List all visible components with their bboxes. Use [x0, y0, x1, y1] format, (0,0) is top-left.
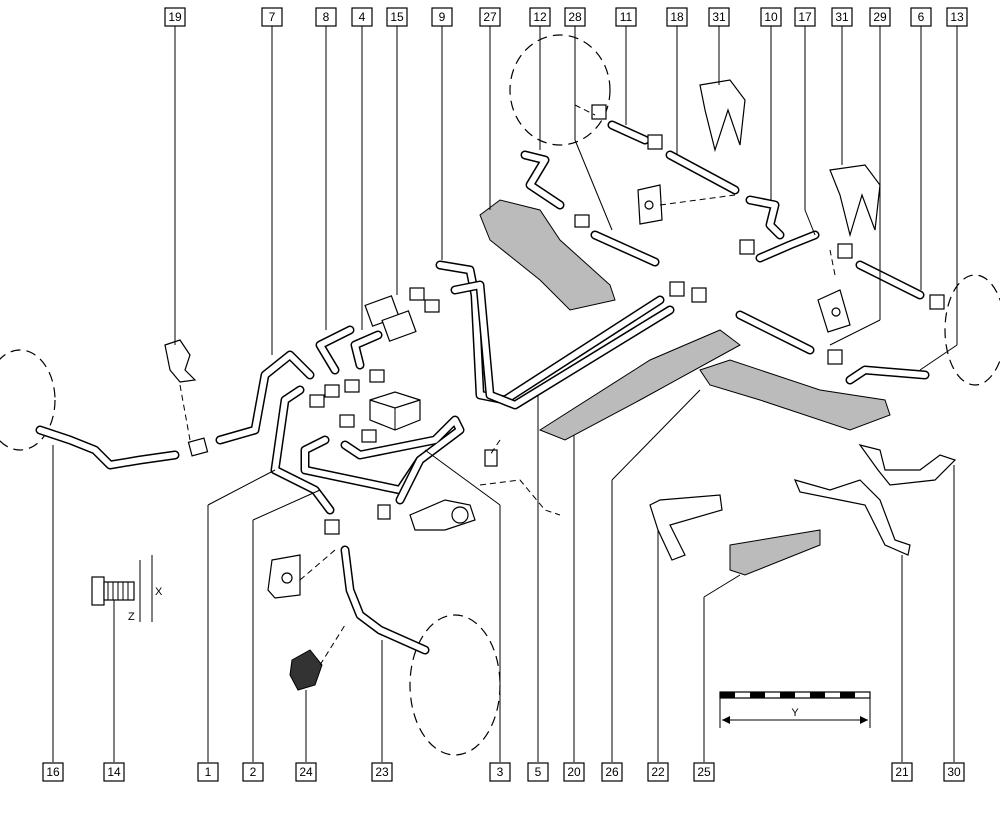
bracket-clips [164, 79, 881, 691]
callout-label: 15 [390, 10, 404, 24]
union-fitting [484, 449, 498, 467]
bracket-30 [858, 444, 957, 486]
callout-label: 5 [535, 765, 542, 779]
union-fitting [324, 384, 340, 398]
bottom-callouts: 16 14 1 2 24 23 3 5 20 26 22 25 21 30 [42, 762, 965, 782]
dim-z-label: Z [128, 611, 135, 623]
union-fitting [361, 429, 377, 443]
callout-label: 31 [835, 10, 849, 24]
union-fitting [827, 349, 843, 365]
union-fitting [591, 104, 607, 120]
callout-label: 6 [918, 10, 925, 24]
shield-26 [699, 359, 891, 431]
wheel-right [944, 274, 1000, 386]
union-fitting [377, 504, 391, 520]
clip-19 [164, 339, 197, 383]
callout-label: 19 [168, 10, 182, 24]
union-detail-14: X Z [91, 555, 163, 623]
top-callouts: 19 7 8 4 15 9 27 12 28 11 18 31 10 17 31… [164, 7, 968, 27]
callout-label: 22 [651, 765, 665, 779]
spring-clip-31 [699, 79, 746, 153]
top-leader-lines [174, 25, 958, 371]
callout-label: 7 [269, 10, 276, 24]
callout-label: 9 [439, 10, 446, 24]
union-fitting [309, 394, 325, 408]
callout-label: 12 [533, 10, 547, 24]
heat-shields [479, 199, 891, 576]
union-fitting [324, 519, 340, 535]
callout-label: 1 [205, 765, 212, 779]
support-brackets [649, 444, 957, 561]
union-fitting [691, 287, 707, 303]
callout-label: 20 [567, 765, 581, 779]
rear-brake-assembly [409, 479, 561, 531]
callout-label: 3 [497, 765, 504, 779]
union-fitting [409, 287, 425, 301]
callout-label: 29 [873, 10, 887, 24]
dim-y-label: Y [791, 707, 799, 719]
compensator-valve [369, 391, 421, 431]
callout-label: 26 [605, 765, 619, 779]
dim-x-label: X [155, 586, 163, 598]
wheel-left [0, 349, 56, 451]
union-fitting [739, 239, 755, 255]
bottom-leader-lines [52, 389, 955, 762]
assembly-lines [179, 104, 836, 666]
union-fitting [669, 281, 685, 297]
callout-label: 31 [712, 10, 726, 24]
nut-24 [289, 649, 323, 691]
callout-label: 30 [947, 765, 961, 779]
callout-label: 2 [250, 765, 257, 779]
union-fitting [424, 299, 440, 313]
callout-label: 16 [46, 765, 60, 779]
shield-20 [538, 329, 741, 441]
spring-clip-31 [829, 164, 881, 238]
union-fitting [929, 294, 945, 310]
shield-27 [479, 199, 616, 311]
callout-label: 4 [359, 10, 366, 24]
callout-label: 11 [620, 10, 633, 24]
union-fitting [369, 369, 385, 383]
callout-label: 8 [323, 10, 330, 24]
bracket-22 [649, 494, 723, 561]
callout-label: 28 [568, 10, 582, 24]
callout-label: 10 [764, 10, 778, 24]
callout-label: 23 [375, 765, 389, 779]
union-fitting [187, 437, 209, 457]
wheel-top-center [509, 34, 611, 146]
wheel-bottom [409, 614, 501, 756]
flexible-hoses [35, 150, 820, 655]
fittings [187, 104, 945, 535]
callout-label: 24 [299, 765, 313, 779]
union-fitting [574, 214, 590, 228]
callout-label: 17 [798, 10, 812, 24]
callout-label: 21 [895, 765, 909, 779]
callout-label: 18 [670, 10, 684, 24]
callout-label: 27 [483, 10, 497, 24]
shield-25 [729, 529, 821, 576]
union-fitting [339, 414, 355, 428]
union-fitting [647, 134, 663, 150]
callout-label: 13 [950, 10, 964, 24]
callout-label: 25 [697, 765, 711, 779]
scale-bar-y: Y [719, 691, 871, 728]
brake-pipes [215, 120, 930, 515]
bracket-21 [793, 479, 911, 556]
callout-label: 14 [107, 765, 121, 779]
union-fitting [344, 379, 360, 393]
union-fitting [837, 243, 853, 259]
union-fitting [381, 310, 417, 342]
